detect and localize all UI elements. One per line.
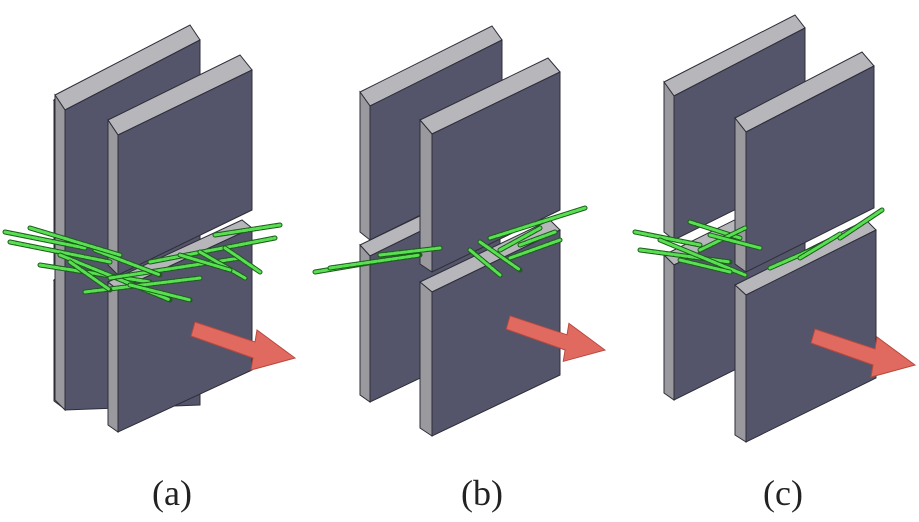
caption-b: (b): [461, 473, 503, 513]
arrow-c: [810, 328, 917, 378]
caption-c: (c): [763, 473, 803, 513]
panel-a: [2, 24, 297, 433]
arrow-b: [505, 315, 607, 363]
panel-b: [312, 25, 607, 437]
arrow-a: [190, 321, 297, 371]
fibers-b: [312, 205, 588, 278]
caption-a: (a): [152, 473, 192, 513]
fibers-a: [2, 222, 283, 303]
panel-c: [632, 14, 917, 443]
fibers-c: [632, 207, 885, 278]
